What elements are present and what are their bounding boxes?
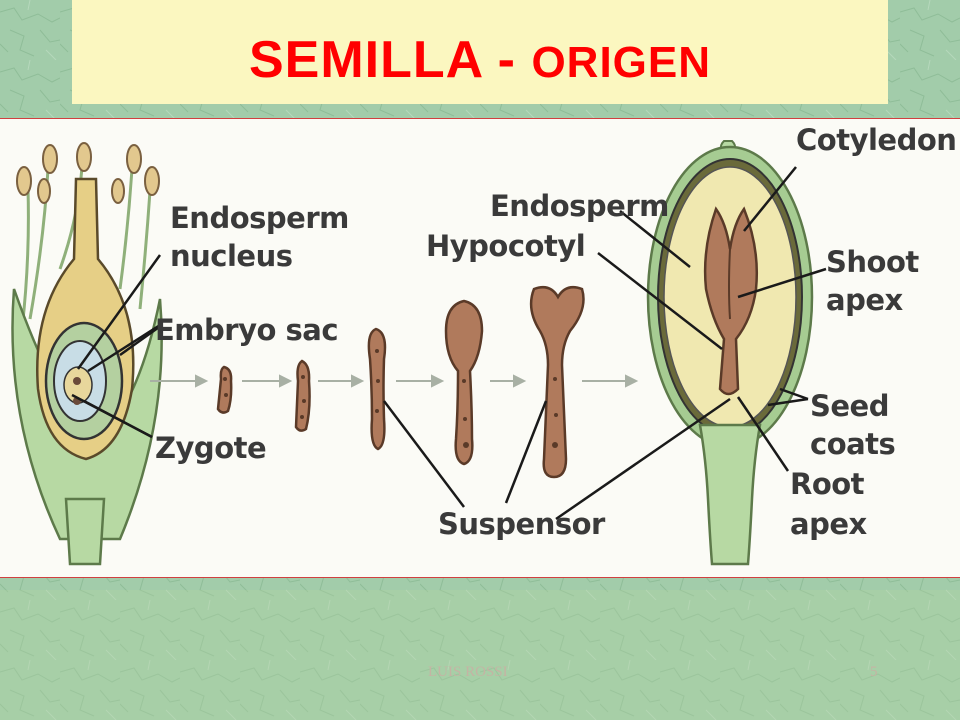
title-main: SEMILLA - [248, 31, 532, 89]
footer-page-number: 5 [870, 664, 878, 680]
page-title: SEMILLA - ORIGEN [72, 28, 888, 95]
label-root-apex-line2: apex [790, 507, 867, 541]
flower-illustration [11, 142, 163, 566]
label-seed-coats-line2: coats [810, 427, 896, 461]
title-rest: ORIGEN [531, 38, 712, 87]
embryo-stages [216, 286, 585, 479]
label-endosperm-nucleus-line2: nucleus [170, 239, 293, 273]
label-hypocotyl: Hypocotyl [426, 229, 586, 263]
label-shoot-apex-line1: Shoot [826, 245, 919, 279]
label-suspensor: Suspensor [438, 507, 605, 541]
label-shoot-apex-line2: apex [826, 283, 903, 317]
label-cotyledon: Cotyledon [796, 123, 957, 157]
label-endosperm-nucleus-line1: Endosperm [170, 201, 349, 235]
seed-origin-diagram: Endosperm nucleus Embryo sac Zygote Endo… [0, 118, 960, 578]
label-zygote: Zygote [155, 431, 267, 465]
label-endosperm: Endosperm [490, 189, 669, 223]
progression-arrows [150, 374, 639, 388]
leader-lines [71, 166, 827, 521]
footer-author: LUIS ROSSI [428, 664, 508, 680]
label-seed-coats-line1: Seed [810, 389, 889, 423]
title-box [72, 0, 888, 104]
label-embryo-sac: Embryo sac [155, 313, 339, 347]
label-root-apex-line1: Root [790, 467, 865, 501]
seed-illustration [646, 140, 814, 566]
